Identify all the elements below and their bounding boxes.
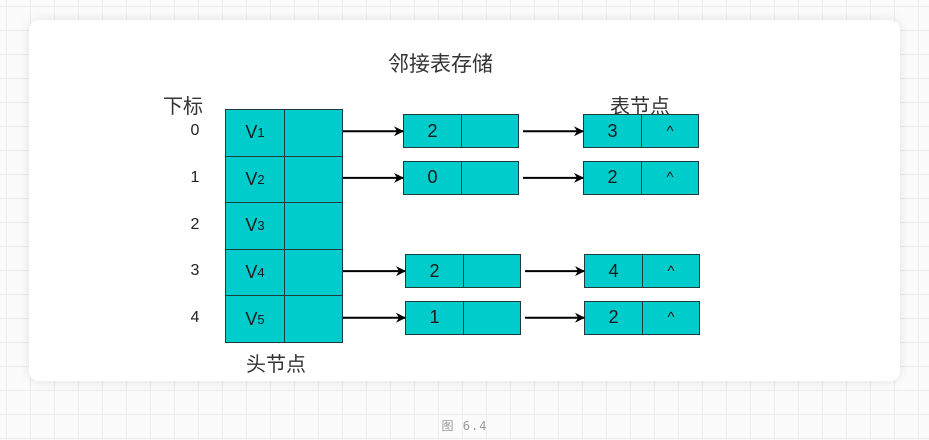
table-node-adjvex: 2 <box>583 160 642 195</box>
index-label: 0 <box>190 122 200 140</box>
table-node-nextarc <box>463 254 521 289</box>
index-header: 下标 <box>163 94 203 118</box>
head-node-firstarc <box>284 295 343 343</box>
vertex-name: V <box>245 262 258 283</box>
index-label: 3 <box>190 262 200 280</box>
table-node-nextarc: ^ <box>641 114 699 149</box>
index-label: 4 <box>190 308 200 326</box>
table-node-nextarc <box>463 300 521 335</box>
table-node-adjvex: 2 <box>584 300 643 335</box>
figure-caption: 图 6.4 <box>441 419 488 433</box>
head-node-caption: 头节点 <box>246 352 306 376</box>
vertex-subscript: 4 <box>257 265 265 281</box>
vertex-name: V <box>245 308 258 329</box>
table-node-nextarc: ^ <box>641 160 699 195</box>
vertex-subscript: 5 <box>257 311 265 327</box>
table-node-nextarc <box>461 114 519 149</box>
diagram-title: 邻接表存储 <box>388 52 493 76</box>
vertex-subscript: 1 <box>257 125 265 141</box>
index-label: 2 <box>190 215 200 233</box>
head-node-firstarc <box>284 109 343 157</box>
table-node-adjvex: 2 <box>405 254 464 289</box>
index-label: 1 <box>190 168 200 186</box>
table-node-nextarc <box>461 160 519 195</box>
table-node-adjvex: 0 <box>403 160 462 195</box>
table-node-adjvex: 3 <box>583 114 642 149</box>
vertex-subscript: 2 <box>257 171 265 187</box>
vertex-name: V <box>245 168 258 189</box>
vertex-name: V <box>245 122 258 143</box>
vertex-subscript: 3 <box>257 218 265 234</box>
table-node-header: 表节点 <box>610 94 670 118</box>
vertex-name: V <box>245 215 258 236</box>
head-node-firstarc <box>284 248 343 297</box>
table-node-nextarc: ^ <box>642 254 700 289</box>
head-node-firstarc <box>284 155 343 204</box>
table-node-nextarc: ^ <box>642 300 700 335</box>
